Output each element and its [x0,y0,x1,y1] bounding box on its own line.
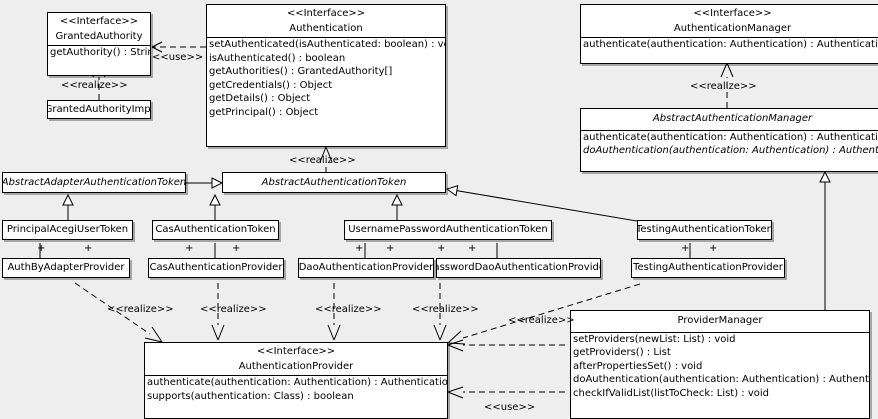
edge-label-realize-abstracttoken-authentication: <<realize>> [289,155,356,166]
class-name: GrantedAuthorityImpl [47,103,151,115]
operations-compartment: authenticate(authentication: Authenticat… [581,37,878,52]
class-authentication[interactable]: <<Interface>> Authentication setAuthenti… [206,4,446,147]
class-header: <<Interface>> AuthenticationProvider [145,343,447,375]
class-authentication-provider[interactable]: <<Interface>> AuthenticationProvider aut… [144,342,448,419]
edge-label-use-authentication-grantedauthority: <<use>> [152,52,204,63]
operation-row: isAuthenticated() : boolean [209,52,346,64]
class-cas-authentication-provider[interactable]: CasAuthenticationProvider [148,258,284,278]
class-granted-authority-impl[interactable]: GrantedAuthorityImpl [47,100,151,119]
edge-generalization-testingtoken [447,189,638,222]
class-name: ProviderManager [677,315,763,326]
association-marker-principal-left: + [37,243,46,254]
operations-compartment: setAuthenticated(isAuthenticated: boolea… [207,37,445,119]
stereotype-label: <<Interface>> [256,346,336,357]
class-dao-authentication-provider[interactable]: DaoAuthenticationProvider [298,258,434,278]
stereotype-label: <<Interface>> [286,8,366,19]
operation-row: doAuthentication(authentication: Authent… [583,145,878,156]
class-name: PasswordDaoAuthenticationProvider [436,262,601,274]
class-cas-authentication-token[interactable]: CasAuthenticationToken [152,220,279,240]
operations-compartment: authenticate(authentication: Authenticat… [145,375,447,403]
operation-row: getAuthority() : String [50,47,151,58]
class-header: <<Interface>> Authentication [207,5,445,37]
operations-compartment: authenticate(authentication: Authenticat… [581,129,878,158]
operation-row: setAuthenticated(isAuthenticated: boolea… [209,39,446,50]
edge-realize-providermanager-stub [447,339,565,352]
class-header: ProviderManager [571,311,869,332]
stereotype-label: <<Interface>> [59,16,139,27]
edge-use-providermanager-authenticationprovider [447,386,565,399]
class-header: AbstractAuthenticationManager [581,109,878,130]
class-name: AbstractAuthenticationManager [652,113,813,124]
association-marker-testing-right: + [709,243,718,254]
operation-row: getCredentials() : Object [209,79,333,91]
class-name: CasAuthenticationProvider [149,262,283,274]
class-auth-by-adapter-provider[interactable]: AuthByAdapterProvider [2,258,130,278]
operation-row: authenticate(authentication: Authenticat… [583,39,878,50]
class-name: TestingAuthenticationProvider [633,262,783,274]
class-name: CasAuthenticationToken [155,224,276,236]
class-name: DaoAuthenticationProvider [298,262,434,274]
class-name: AuthenticationProvider [238,360,354,372]
operation-row: setProviders(newList: List) : void [573,333,736,345]
edge-label-realize-casprovider: <<realize>> [200,304,267,315]
association-marker-testing-left: + [681,243,690,254]
class-name: AuthByAdapterProvider [7,262,125,274]
operation-row: getDetails() : Object [209,93,311,104]
operation-row: authenticate(authentication: Authenticat… [583,131,878,143]
class-password-dao-authentication-provider[interactable]: PasswordDaoAuthenticationProvider [436,258,601,278]
operation-row: doAuthentication(authentication: Authent… [573,374,870,385]
stereotype-label: <<Interface>> [693,8,772,19]
edge-label-realize-passworddaoprovider: <<realize>> [412,304,479,315]
operations-compartment: getAuthority() : String [48,45,150,60]
association-marker-cas-right: + [232,243,241,254]
class-testing-authentication-provider[interactable]: TestingAuthenticationProvider [631,258,785,278]
class-header: <<Interface>> GrantedAuthority [48,13,150,45]
operation-row: checkIfValidList(listToCheck: List) : vo… [573,387,770,399]
edge-label-realize-grantedauthorityimpl: <<realize>> [61,80,128,91]
class-principal-acegi-user-token[interactable]: PrincipalAcegiUserToken [2,220,133,240]
class-header: <<Interface>> AuthenticationManager [581,5,878,37]
operation-row: getPrincipal() : Object [209,106,319,118]
association-marker-usernamepassword-1: + [355,243,364,254]
operation-row: afterPropertiesSet() : void [573,360,703,372]
class-name: AbstractAuthenticationToken [261,176,407,188]
class-name: AuthenticationManager [673,22,792,34]
class-authentication-manager[interactable]: <<Interface>> AuthenticationManager auth… [580,4,878,64]
class-name: UsernamePasswordAuthenticationToken [348,224,548,236]
association-marker-usernamepassword-3: + [437,243,446,254]
edge-label-realize-abstractmanager-manager: <<realize>> [690,81,757,92]
class-username-password-authentication-token[interactable]: UsernamePasswordAuthenticationToken [344,220,552,240]
class-abstract-authentication-manager[interactable]: AbstractAuthenticationManager authentica… [580,108,878,172]
operation-row: supports(authentication: Class) : boolea… [147,390,354,402]
association-marker-principal-right: + [84,243,93,254]
class-name: TestingAuthenticationToken [637,224,772,236]
association-marker-cas-left: + [185,243,194,254]
class-name: GrantedAuthority [55,30,143,42]
class-name: AbstractAdapterAuthenticationToken [2,176,186,188]
operations-compartment: setProviders(newList: List) : void getPr… [571,331,870,401]
class-provider-manager[interactable]: ProviderManager setProviders(newList: Li… [570,310,870,419]
class-name: PrincipalAcegiUserToken [6,224,129,236]
association-marker-usernamepassword-2: + [386,243,395,254]
class-testing-authentication-token[interactable]: TestingAuthenticationToken [637,220,772,240]
edge-label-use-providermanager-authenticationprovider: <<use>> [484,402,536,413]
class-abstract-adapter-authentication-token[interactable]: AbstractAdapterAuthenticationToken [2,172,186,193]
class-name: Authentication [289,22,363,34]
operation-row: authenticate(authentication: Authenticat… [147,377,448,388]
class-granted-authority[interactable]: <<Interface>> GrantedAuthority getAuthor… [47,12,151,76]
operation-row: getAuthorities() : GrantedAuthority[] [209,66,393,77]
edge-label-realize-testingprovider: <<realize>> [508,315,575,326]
edge-label-realize-authbyadapter: <<realize>> [107,304,174,315]
association-marker-usernamepassword-4: + [468,243,477,254]
operation-row: getProviders() : List [573,347,671,358]
edge-label-realize-daoprovider: <<realize>> [315,304,382,315]
class-abstract-authentication-token[interactable]: AbstractAuthenticationToken [222,172,446,193]
